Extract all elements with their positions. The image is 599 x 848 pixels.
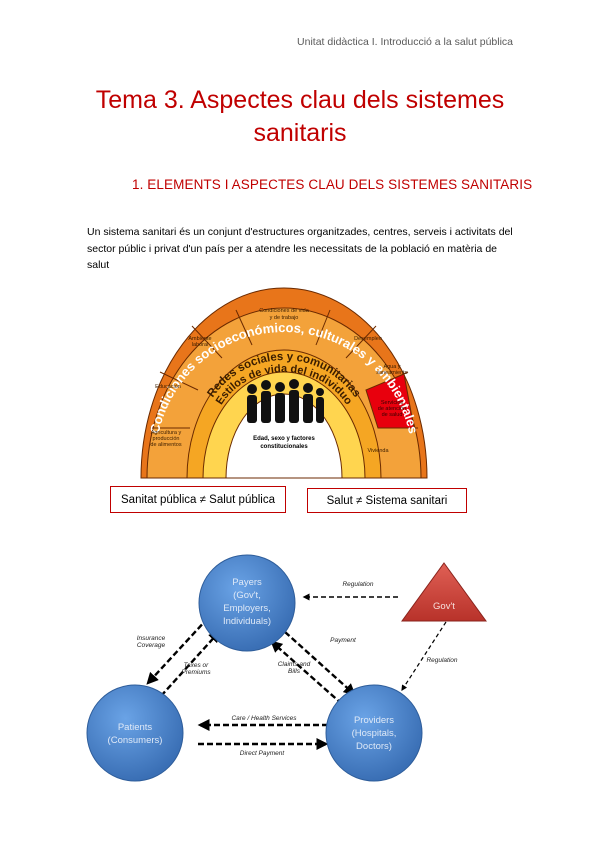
segment-vivienda: Vivienda	[368, 448, 390, 454]
segment-desempleo: Desempleo	[354, 336, 382, 342]
definition-paragraph: Un sistema sanitari és un conjunt d'estr…	[87, 226, 513, 271]
segment-agricultura-3: de alimentos	[150, 442, 181, 448]
core-text-2: constitucionales	[260, 444, 308, 450]
segment-ambiente-2: laboral	[192, 342, 209, 348]
segment-agricultura-2: producción	[153, 436, 180, 442]
core-text-1: Edad, sexo y factores	[253, 436, 315, 442]
page-title-line-1: Tema 3. Aspectes clau dels sistemes	[95, 86, 505, 114]
running-header: Unitat didàctica I. Introducció a la sal…	[297, 36, 513, 48]
label-salut-sistema: Salut ≠ Sistema sanitari	[307, 488, 467, 513]
segment-servicios-3: de salud	[382, 412, 403, 418]
people-silhouette-icon	[247, 379, 324, 423]
health-services-segment	[365, 373, 415, 429]
living-conditions-2: y de trabajo	[270, 315, 299, 321]
segment-servicios-1: Servicios	[381, 400, 404, 406]
living-conditions-1: Condiciones de vida	[259, 308, 309, 314]
label-sanitat-publica: Sanitat pública ≠ Salut pública	[110, 486, 286, 513]
segment-agricultura-1: Agricultura y	[151, 430, 182, 436]
section-heading: 1. ELEMENTS I ASPECTES CLAU DELS SISTEME…	[132, 177, 533, 192]
page-title: Tema 3. Aspectes clau dels sistemes sani…	[60, 84, 540, 150]
page-title-line-2: sanitaris	[253, 119, 347, 147]
segment-educacion: Educación	[155, 384, 181, 390]
segment-ambiente-1: Ambiente	[188, 336, 211, 342]
segment-servicios-2: de atención	[378, 406, 406, 412]
segment-agua-2: saneamiento	[376, 370, 408, 376]
segment-agua-1: Agua y	[383, 364, 400, 370]
